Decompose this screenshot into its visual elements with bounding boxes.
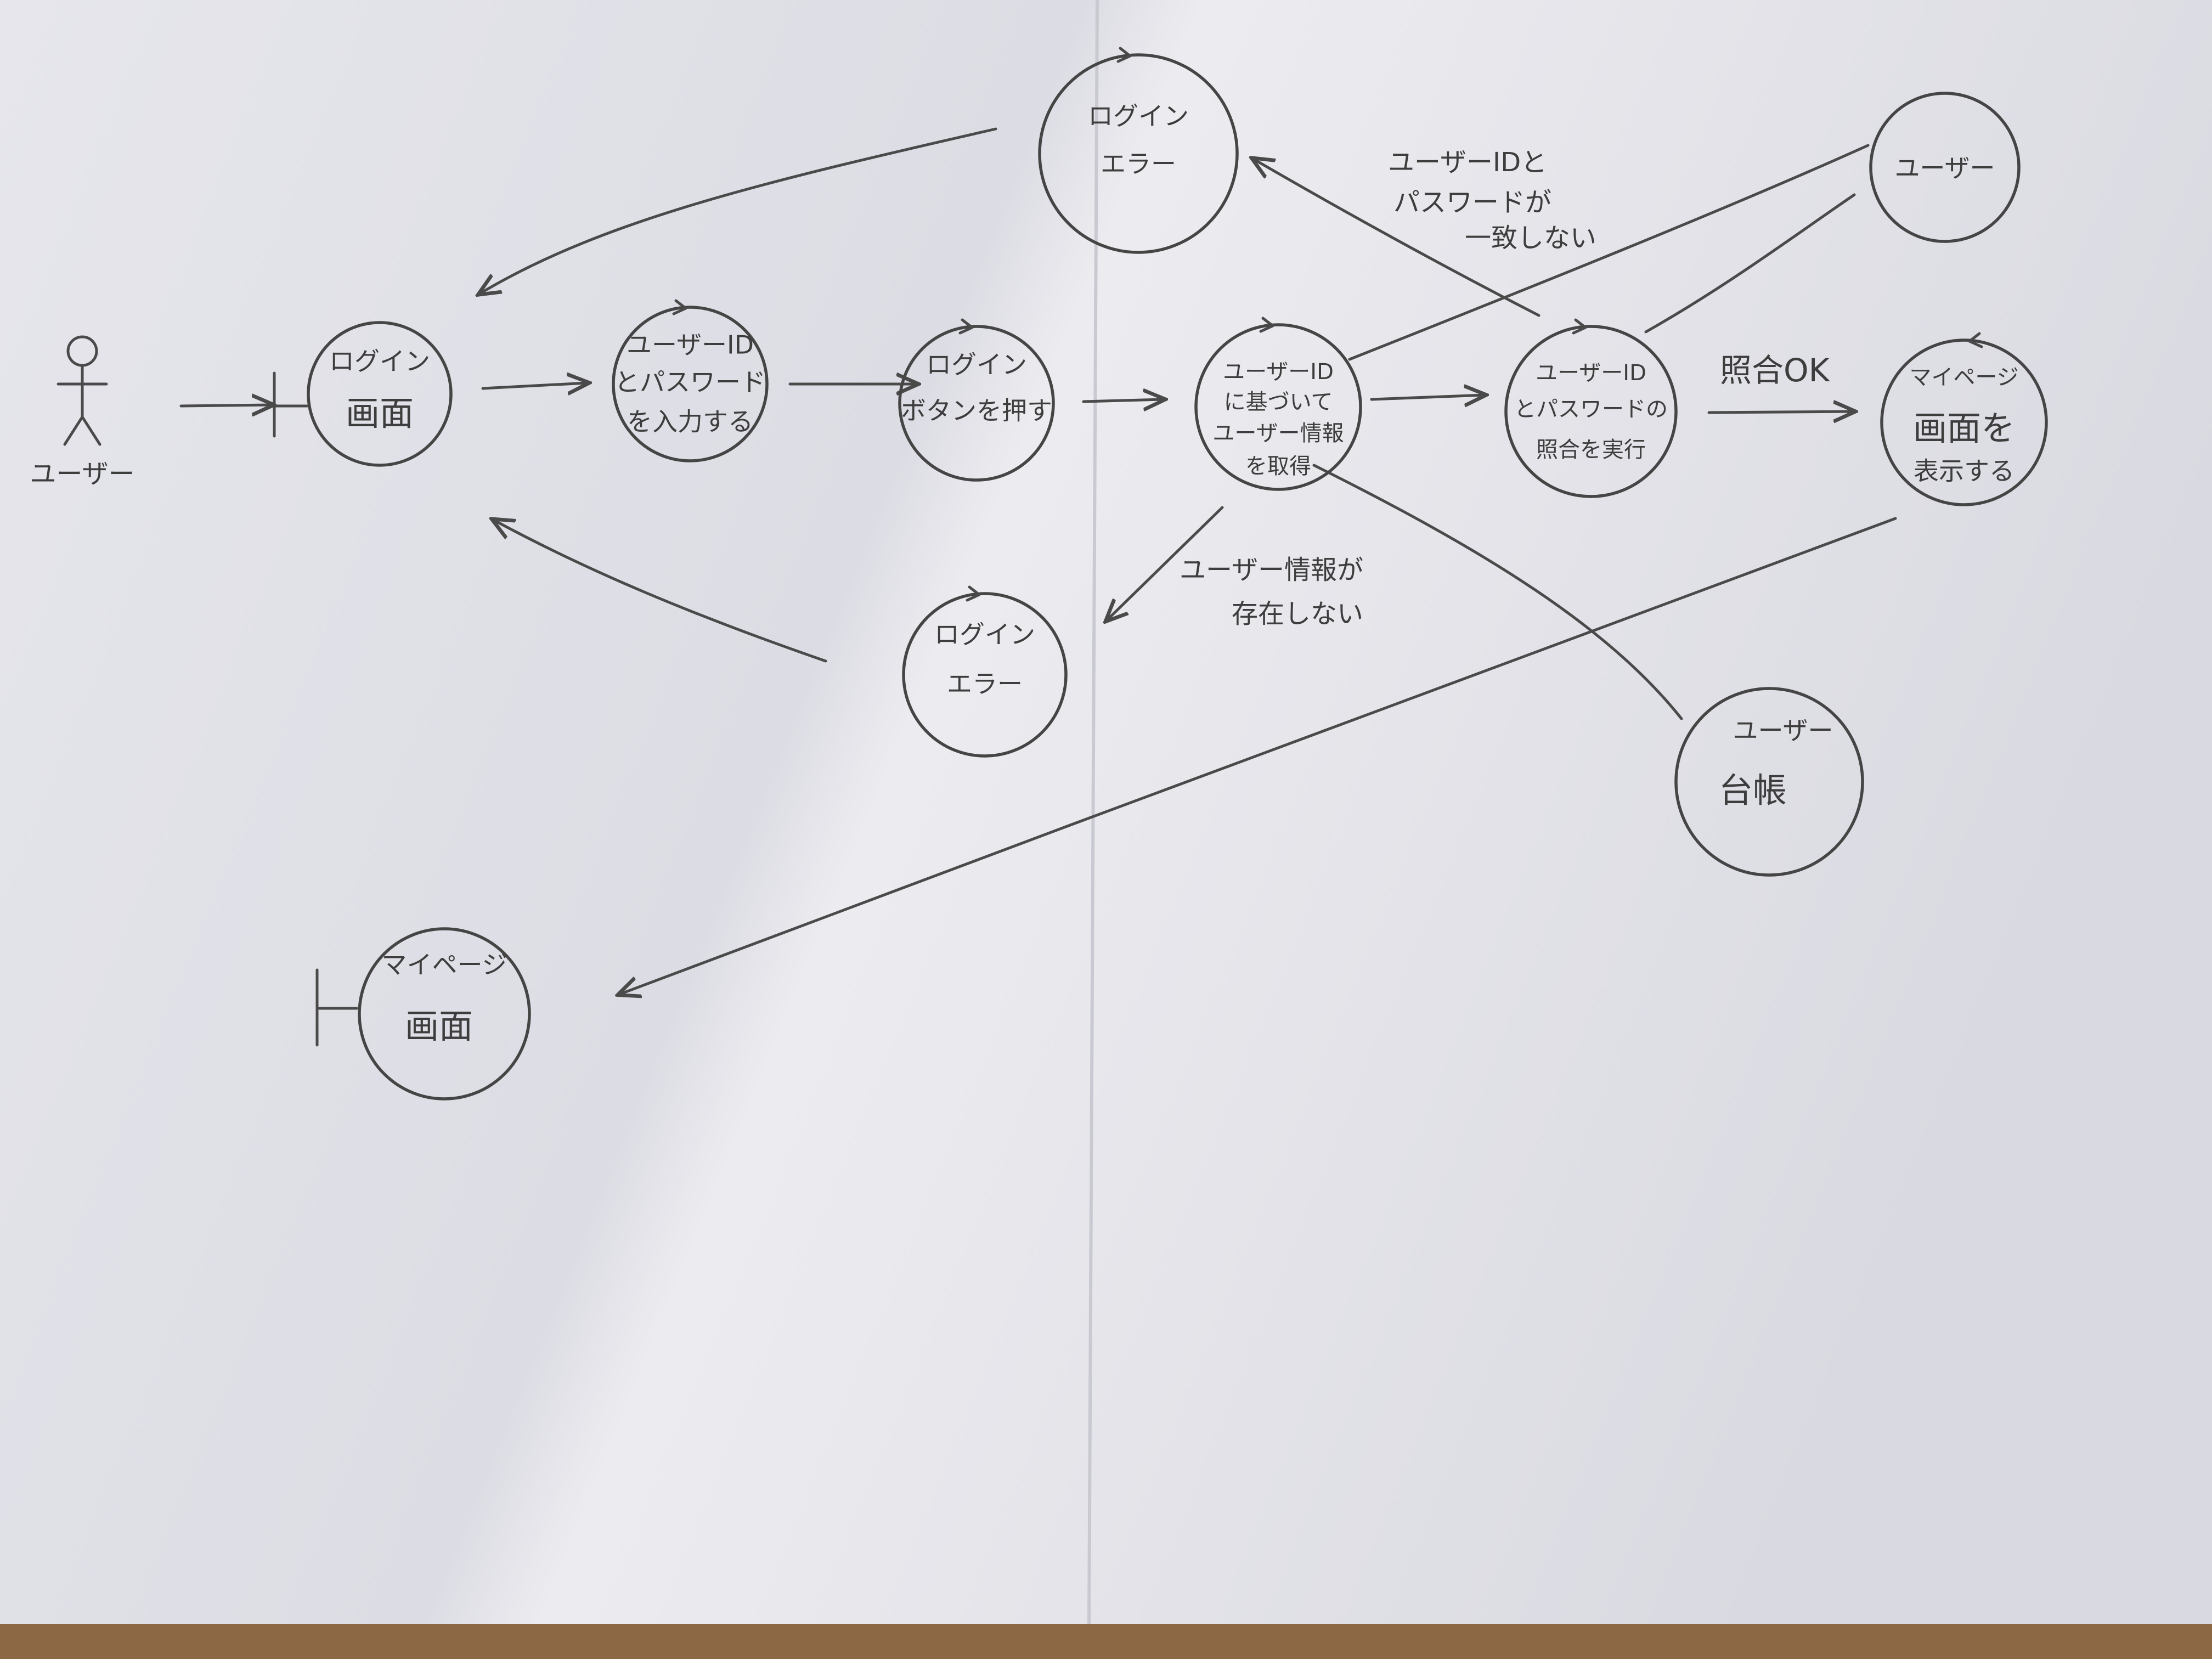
edge-error-bottom-to-login-screen — [494, 520, 827, 663]
label-mismatch-line3: 一致しない — [1465, 223, 1596, 253]
node-get-line3: ユーザー情報 — [1212, 421, 1344, 446]
node-press-line1: ログイン — [926, 350, 1027, 380]
edge-verify-to-show — [1707, 411, 1853, 413]
node-error-bottom-line1: ログイン — [934, 620, 1035, 650]
label-mismatch-line1: ユーザーIDと — [1388, 147, 1547, 178]
label-not-found-line2: 存在しない — [1232, 599, 1363, 629]
node-mypage-screen: マイページ 画面 — [315, 927, 531, 1101]
node-press-login: ログイン ボタンを押す — [898, 318, 1055, 482]
node-press-line2: ボタンを押す — [901, 396, 1052, 426]
edge-get-to-verify — [1370, 395, 1484, 399]
node-ledger-line1: ユーザー — [1733, 716, 1833, 746]
node-get-user-info: ユーザーID に基づいて ユーザー情報 を取得 — [1194, 317, 1362, 491]
label-mismatch-line2: パスワードが — [1393, 187, 1551, 218]
edge-actor-to-login-screen — [179, 405, 272, 406]
node-error-top-line1: ログイン — [1088, 101, 1189, 131]
node-enter-line3: を入力する — [627, 407, 753, 437]
edge-login-screen-to-enter — [481, 383, 587, 388]
actor-label: ユーザー — [30, 459, 134, 489]
node-ledger-line2: 台帳 — [1719, 770, 1787, 810]
paper-fold — [1087, 0, 1099, 1624]
node-show-mypage: マイページ 画面を 表示する — [1880, 332, 2048, 506]
node-enter-credentials: ユーザーID とパスワード を入力する — [612, 299, 769, 462]
actor-user: ユーザー — [30, 335, 135, 489]
node-login-screen-line1: ログイン — [329, 347, 430, 376]
node-show-line3: 表示する — [1914, 456, 2015, 486]
node-mypage-screen-line2: 画面 — [405, 1006, 473, 1046]
edge-get-to-error-bottom — [1107, 506, 1224, 620]
label-verify-ok: 照合OK — [1720, 352, 1831, 389]
node-get-line2: に基づいて — [1224, 390, 1333, 415]
node-login-error-bottom: ログイン エラー — [902, 585, 1068, 758]
assoc-verify-user-entity — [1644, 193, 1856, 334]
node-user-entity: ユーザー — [1869, 92, 2021, 243]
node-user-ledger: ユーザー 台帳 — [1674, 687, 1864, 877]
node-verify-line1: ユーザーID — [1536, 360, 1646, 386]
node-verify-line2: とパスワードの — [1514, 397, 1668, 422]
node-get-line4: を取得 — [1245, 454, 1311, 479]
node-show-line1: マイページ — [1909, 365, 2018, 390]
node-get-line1: ユーザーID — [1223, 359, 1334, 385]
edge-verify-to-error-top — [1254, 159, 1541, 317]
assoc-get-user-ledger — [1312, 464, 1683, 720]
node-enter-line1: ユーザーID — [627, 330, 754, 360]
node-error-top-line2: エラー — [1101, 149, 1176, 179]
node-login-screen: ログイン 画面 — [273, 321, 453, 467]
table-edge — [0, 1624, 2212, 1659]
node-enter-line2: とパスワード — [614, 368, 766, 397]
node-verify-line3: 照合を実行 — [1536, 437, 1646, 462]
node-login-error-top: ログイン エラー — [1038, 47, 1239, 254]
node-mypage-screen-line1: マイページ — [381, 950, 507, 980]
node-show-line2: 画面を — [1913, 408, 2015, 448]
label-not-found: ユーザー情報が 存在しない — [1180, 555, 1363, 629]
edges — [179, 127, 1897, 994]
edge-press-to-get — [1082, 399, 1163, 402]
edge-error-top-to-login-screen — [480, 127, 997, 294]
edge-show-to-mypage-screen — [620, 517, 1897, 994]
node-user-entity-label: ユーザー — [1894, 154, 1995, 183]
label-mismatch: ユーザーIDと パスワードが 一致しない — [1388, 147, 1596, 253]
label-not-found-line1: ユーザー情報が — [1180, 555, 1363, 585]
assoc-get-user-entity — [1348, 144, 1870, 361]
node-login-screen-line2: 画面 — [346, 393, 414, 433]
node-error-bottom-line2: エラー — [947, 669, 1023, 699]
node-verify-credentials: ユーザーID とパスワードの 照合を実行 — [1504, 318, 1678, 498]
